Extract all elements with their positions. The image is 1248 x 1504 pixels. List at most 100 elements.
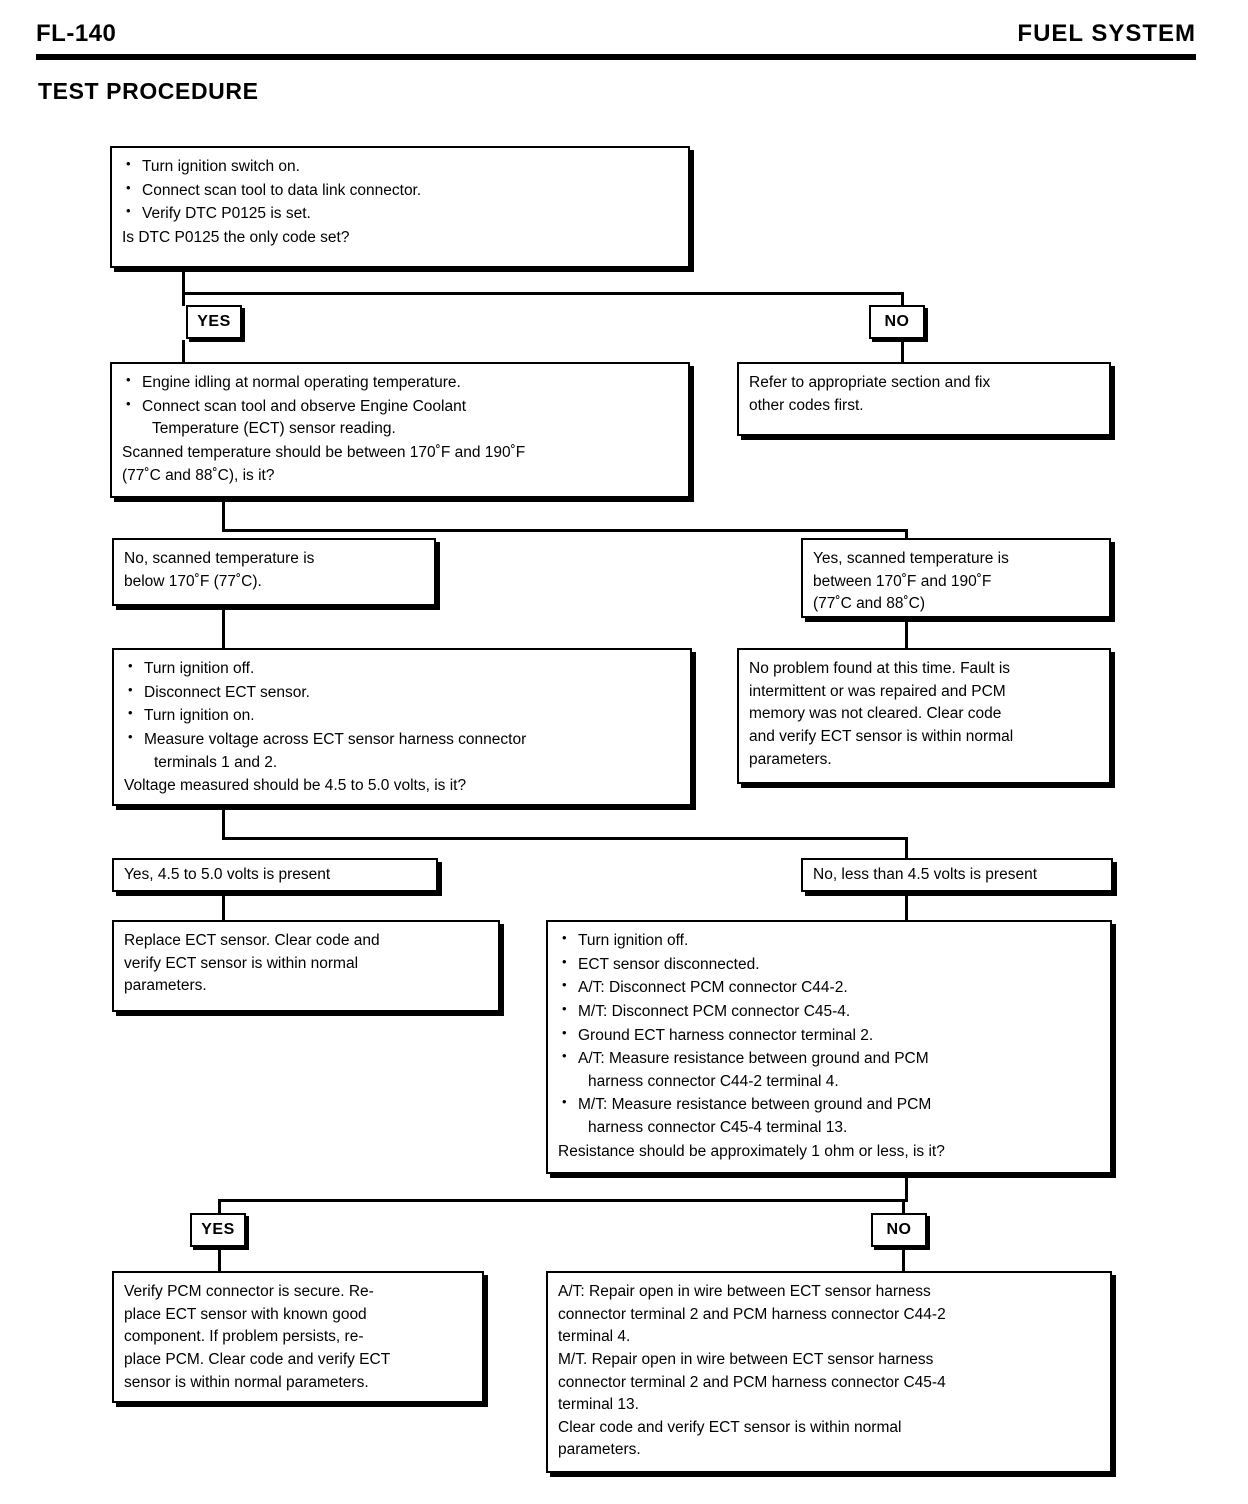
text-line: Replace ECT sensor. Clear code and <box>124 932 380 949</box>
text-line: Yes, scanned temperature is <box>813 550 1009 567</box>
text-line: A/T: Repair open in wire between ECT sen… <box>558 1283 931 1300</box>
text-line: (77˚C and 88˚C) <box>813 595 925 613</box>
step1-question: Is DTC P0125 the only code set? <box>122 228 350 246</box>
connector-no2-to-repair <box>902 1247 905 1271</box>
step-box-idle-temperature: Engine idling at normal operating temper… <box>110 362 690 498</box>
step4-bullet-list: Turn ignition off. ECT sensor disconnect… <box>558 929 1100 1140</box>
list-item: M/T: Measure resistance between ground a… <box>558 1093 1100 1139</box>
connector-no1-to-refer <box>901 340 904 362</box>
list-item: Ground ECT harness connector terminal 2. <box>558 1024 1100 1048</box>
list-item: Turn ignition switch on. <box>122 155 678 179</box>
connector-step2-down <box>222 500 225 532</box>
result-box-repair-open-wire: A/T: Repair open in wire between ECT sen… <box>546 1271 1112 1473</box>
result-box-no-problem-found: No problem found at this time. Fault is … <box>737 648 1111 784</box>
connector-voltsok-to-replace <box>222 892 225 920</box>
list-item: Turn ignition off. <box>124 657 680 681</box>
text-line: below 170˚F (77˚C). <box>124 572 262 590</box>
connector-to-volts-low <box>905 837 908 859</box>
text-line: M/T. Repair open in wire between ECT sen… <box>558 1350 934 1368</box>
section-title: FUEL SYSTEM <box>1017 20 1196 47</box>
step3-bullet-list: Turn ignition off. Disconnect ECT sensor… <box>124 657 680 774</box>
step3-question: Voltage measured should be 4.5 to 5.0 vo… <box>124 777 467 795</box>
list-item-text: Connect scan tool and observe Engine Coo… <box>142 397 466 415</box>
text-line: place PCM. Clear code and verify ECT <box>124 1350 391 1368</box>
page-header: FL-140 FUEL SYSTEM <box>36 20 1196 64</box>
connector-lowtemp-to-step3 <box>222 608 225 648</box>
connector-to-yes-2 <box>218 1199 221 1213</box>
text-line: parameters. <box>749 750 832 768</box>
connector-to-ok-temp <box>905 529 908 541</box>
list-item-continuation: harness connector C45-4 terminal 13. <box>588 1119 848 1136</box>
connector-step2-split <box>222 529 908 532</box>
header-divider <box>36 54 1196 60</box>
text-line: connector terminal 2 and PCM harness con… <box>558 1373 946 1391</box>
list-item: Turn ignition on. <box>124 704 680 728</box>
text-line: Refer to appropriate section and fix <box>749 374 991 391</box>
branch-label-yes-2: YES <box>190 1213 246 1247</box>
text-line: component. If problem persists, re- <box>124 1328 364 1346</box>
text-line: No, scanned temperature is <box>124 550 315 567</box>
list-item-continuation: Temperature (ECT) sensor reading. <box>152 420 396 438</box>
connector-to-no-1 <box>901 292 904 306</box>
list-item: Turn ignition off. <box>558 929 1100 953</box>
list-item: A/T: Disconnect PCM connector C44-2. <box>558 976 1100 1000</box>
connector-step1-down <box>182 270 185 292</box>
text-line: terminal 4. <box>558 1328 631 1346</box>
connector-step4-split <box>218 1199 908 1202</box>
list-item-text: M/T: Measure resistance between ground a… <box>578 1096 932 1114</box>
text-line: Clear code and verify ECT sensor is with… <box>558 1418 902 1436</box>
connector-step4-down <box>905 1176 908 1200</box>
list-item: Disconnect ECT sensor. <box>124 681 680 705</box>
connector-step3-split <box>222 837 908 840</box>
text-line: parameters. <box>124 977 207 995</box>
step-box-initial-checks: Turn ignition switch on. Connect scan to… <box>110 146 690 268</box>
list-item: Engine idling at normal operating temper… <box>122 371 678 395</box>
step2-question-line-2: (77˚C and 88˚C), is it? <box>122 466 275 484</box>
list-item: M/T: Disconnect PCM connector C45-4. <box>558 1000 1100 1024</box>
branch-label-no-2: NO <box>871 1213 927 1247</box>
list-item: Connect scan tool to data link connector… <box>122 179 678 203</box>
connector-yes1-to-step2 <box>182 340 185 362</box>
list-item: Verify DTC P0125 is set. <box>122 202 678 226</box>
branch-label-no-1: NO <box>869 305 925 339</box>
step4-question: Resistance should be approximately 1 ohm… <box>558 1142 945 1160</box>
text-line: place ECT sensor with known good <box>124 1305 367 1323</box>
connector-to-no-2 <box>902 1199 905 1213</box>
text-line: connector terminal 2 and PCM harness con… <box>558 1305 946 1323</box>
text-line: between 170˚F and 190˚F <box>813 572 992 590</box>
list-item: A/T: Measure resistance between ground a… <box>558 1047 1100 1093</box>
list-item: Connect scan tool and observe Engine Coo… <box>122 395 678 441</box>
text-line: sensor is within normal parameters. <box>124 1373 369 1391</box>
step2-bullet-list: Engine idling at normal operating temper… <box>122 371 678 441</box>
text-line: parameters. <box>558 1441 641 1459</box>
list-item-continuation: terminals 1 and 2. <box>154 753 278 771</box>
result-box-volts-low: No, less than 4.5 volts is present <box>801 858 1113 892</box>
list-item: Measure voltage across ECT sensor harnes… <box>124 728 680 774</box>
result-box-temp-below-range: No, scanned temperature is below 170˚F (… <box>112 538 436 606</box>
list-item-continuation: harness connector C44-2 terminal 4. <box>588 1072 839 1090</box>
page-number: FL-140 <box>36 20 117 47</box>
connector-yes2-to-verify <box>218 1247 221 1271</box>
text-line: other codes first. <box>749 396 864 414</box>
result-box-temp-in-range: Yes, scanned temperature is between 170˚… <box>801 538 1111 618</box>
branch-label-yes-1: YES <box>186 305 242 339</box>
result-box-replace-ect-sensor: Replace ECT sensor. Clear code and verif… <box>112 920 500 1012</box>
connector-step3-down <box>222 808 225 840</box>
step1-bullet-list: Turn ignition switch on. Connect scan to… <box>122 155 678 226</box>
text-line: terminal 13. <box>558 1396 639 1414</box>
step-box-measure-resistance: Turn ignition off. ECT sensor disconnect… <box>546 920 1112 1174</box>
connector-oktemp-to-noproblem <box>905 620 908 648</box>
text-line: Yes, 4.5 to 5.0 volts is present <box>124 866 331 883</box>
text-line: and verify ECT sensor is within normal <box>749 727 1014 745</box>
text-line: verify ECT sensor is within normal <box>124 954 359 972</box>
text-line: No, less than 4.5 volts is present <box>813 866 1038 883</box>
text-line: No problem found at this time. Fault is <box>749 660 1011 677</box>
list-item-text: A/T: Measure resistance between ground a… <box>578 1050 929 1068</box>
result-box-volts-present: Yes, 4.5 to 5.0 volts is present <box>112 858 438 892</box>
result-box-verify-pcm-connector: Verify PCM connector is secure. Re- plac… <box>112 1271 484 1403</box>
list-item-text: Measure voltage across ECT sensor harnes… <box>144 730 527 748</box>
list-item: ECT sensor disconnected. <box>558 953 1100 977</box>
connector-step1-split <box>182 292 904 295</box>
result-box-fix-other-codes: Refer to appropriate section and fix oth… <box>737 362 1111 436</box>
text-line: Verify PCM connector is secure. Re- <box>124 1283 374 1300</box>
